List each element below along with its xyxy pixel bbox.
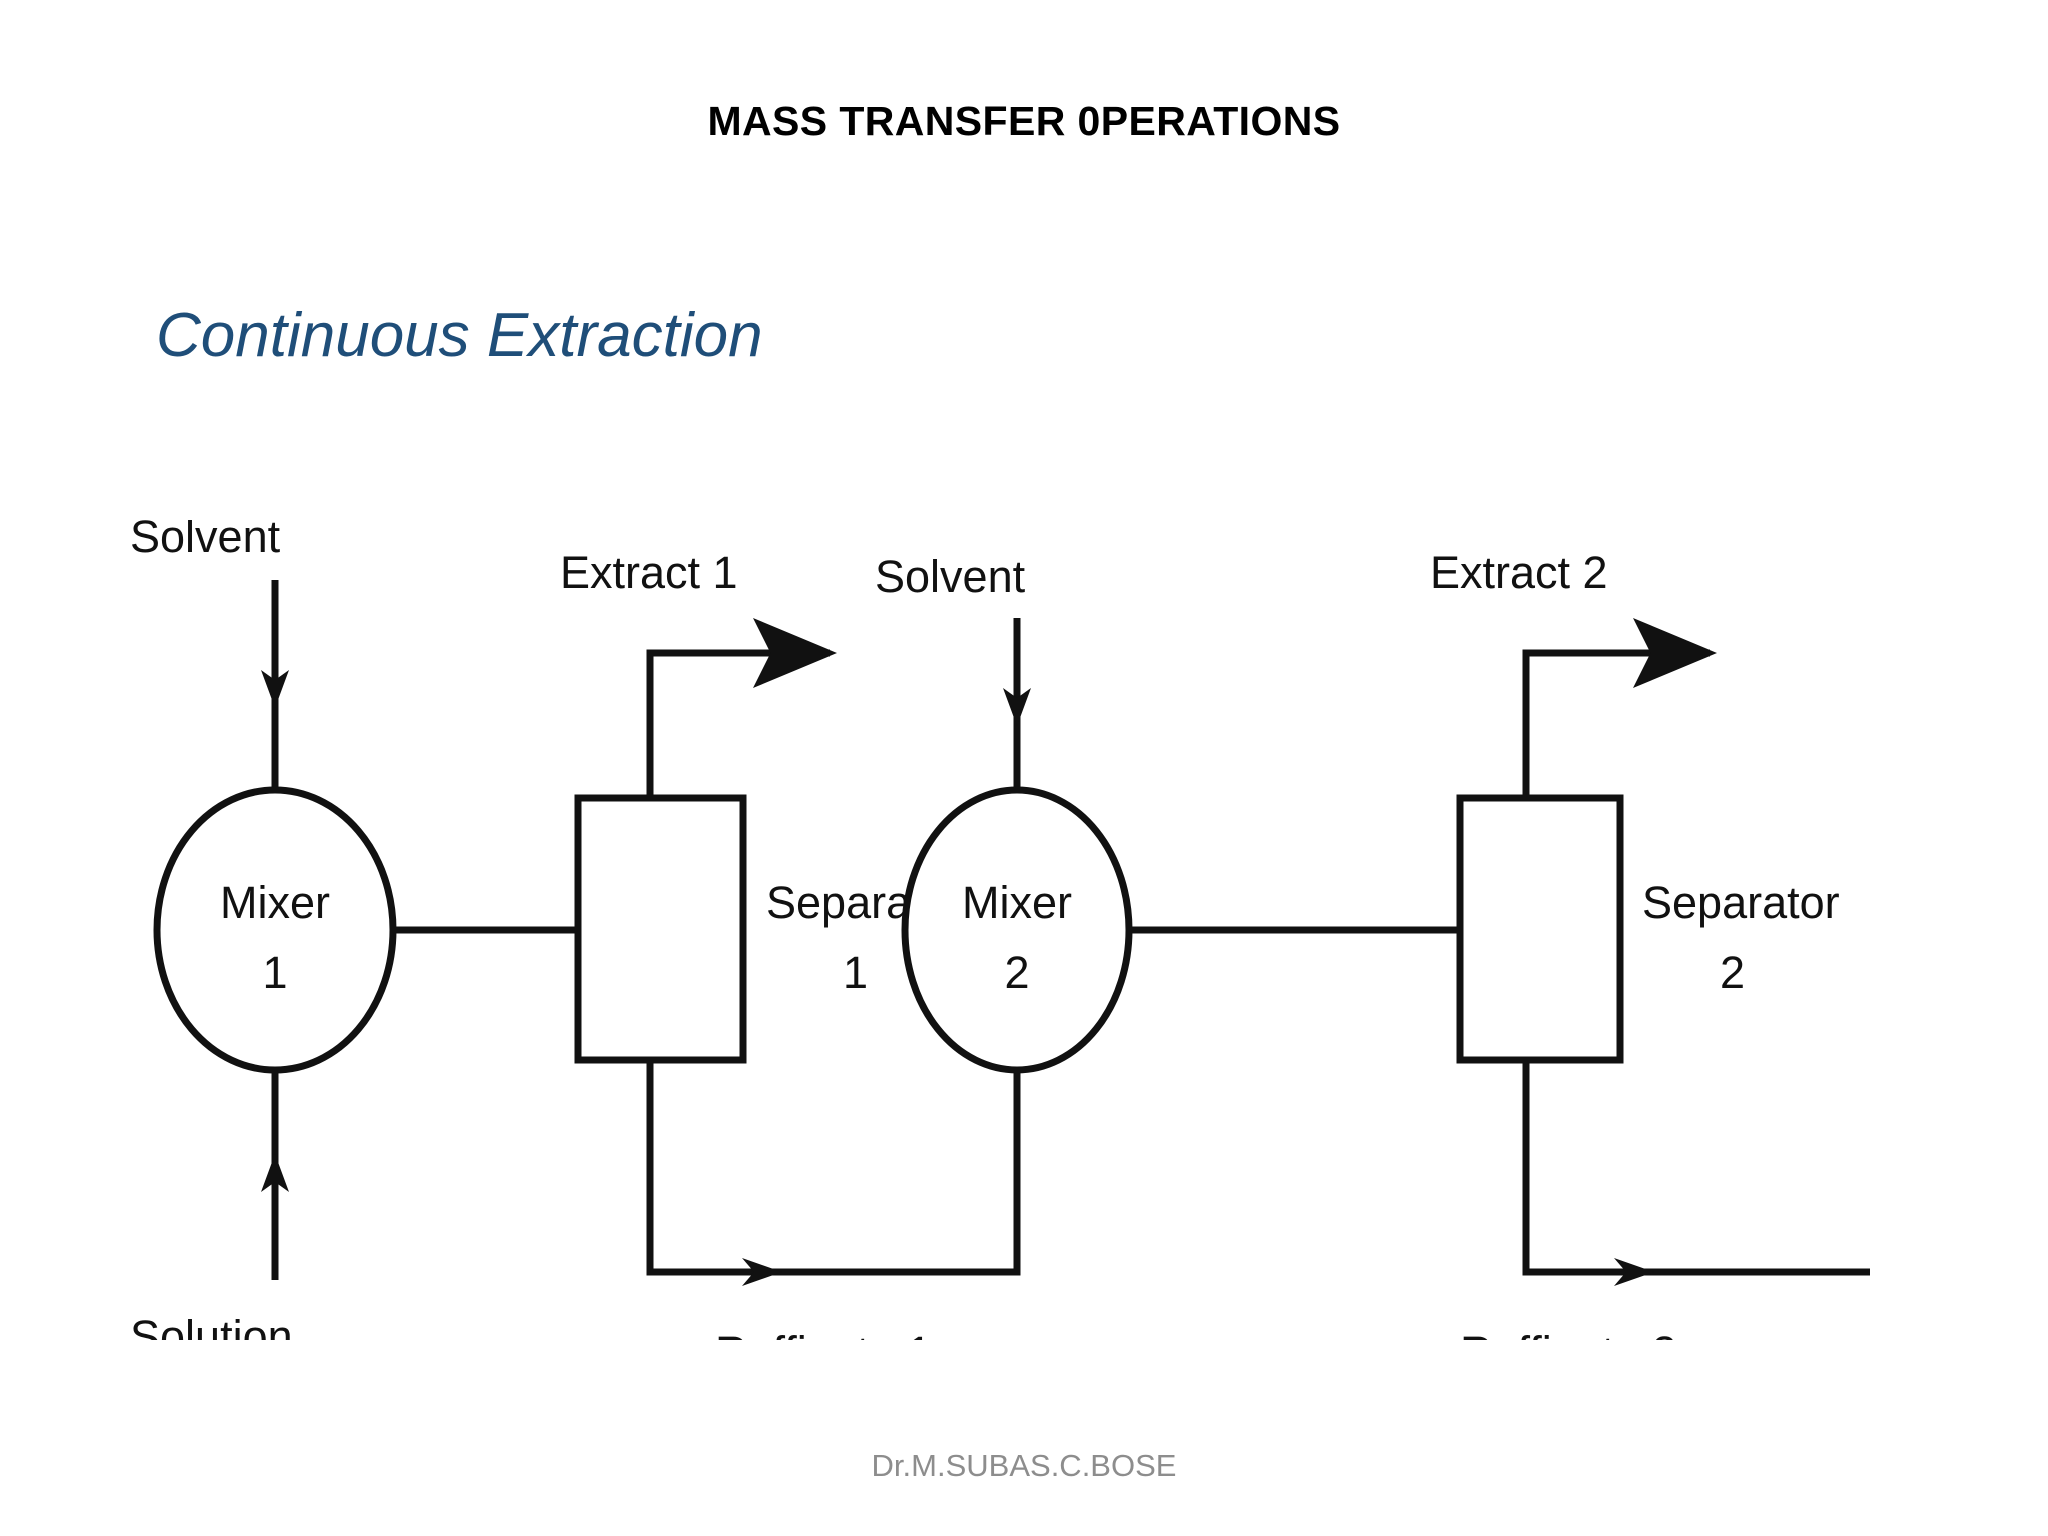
stream-arrow-solution — [261, 1070, 289, 1280]
unit-separator-2: Separator 2 — [1456, 794, 1840, 1064]
unit-label-mixer-2-line2: 2 — [1004, 947, 1029, 998]
stream-arrow-raffinate-1 — [646, 1060, 1021, 1286]
slide-title: MASS TRANSFER 0PERATIONS — [707, 98, 1341, 144]
stream-arrow-extract-2 — [1522, 618, 1717, 798]
section-heading: Continuous Extraction — [156, 301, 763, 370]
stream-label-extract-1: Extract 1 — [560, 547, 738, 598]
stream-arrow-solvent-2 — [1003, 618, 1031, 810]
unit-mixer-2: Mixer 2 — [901, 786, 1133, 1074]
flow-diagram-canvas: Solvent Mixer 1 Solution Separator 1 Ext… — [130, 520, 1870, 1340]
stream-label-solvent-2: Solvent — [875, 551, 1026, 602]
stream-arrow-raffinate-2 — [1522, 1060, 1870, 1286]
unit-label-mixer-1-line1: Mixer — [220, 877, 330, 928]
unit-label-mixer-1-line2: 1 — [262, 947, 287, 998]
stream-label-solution: Solution — [130, 1311, 293, 1340]
footer-credit: Dr.M.SUBAS.C.BOSE — [871, 1448, 1177, 1483]
stream-arrow-solvent-1 — [261, 580, 289, 810]
unit-label-separator-1-line2: 1 — [843, 947, 868, 998]
unit-label-mixer-2-line1: Mixer — [962, 877, 1072, 928]
stream-label-extract-2: Extract 2 — [1430, 547, 1608, 598]
stream-label-raffinate-1: Raffinate 1 — [715, 1327, 932, 1340]
stream-label-solvent-1: Solvent — [130, 520, 281, 562]
unit-mixer-1: Mixer 1 — [153, 786, 397, 1074]
stream-arrow-extract-1 — [646, 618, 837, 798]
unit-label-separator-2-line2: 2 — [1720, 947, 1745, 998]
stream-label-raffinate-2: Raffinate 2 — [1460, 1327, 1677, 1340]
process-flow-diagram: Solvent Mixer 1 Solution Separator 1 Ext… — [130, 520, 2010, 1340]
unit-label-separator-2-line1: Separator — [1642, 877, 1840, 928]
